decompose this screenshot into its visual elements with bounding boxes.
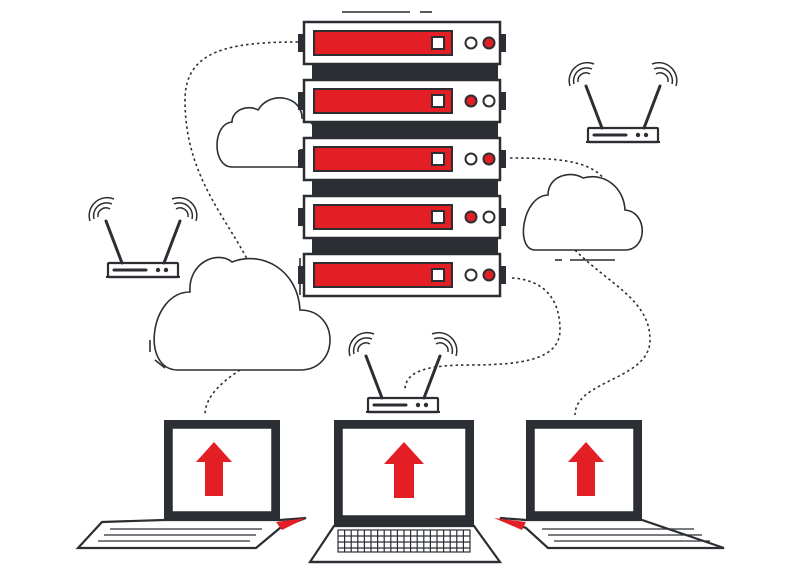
- server-unit: [296, 78, 508, 124]
- laptop-center: [307, 420, 503, 564]
- router-center: [347, 331, 459, 414]
- upload-arrow-icon: [196, 442, 232, 496]
- status-light: [482, 36, 496, 50]
- laptop-left: [75, 420, 307, 550]
- status-light: [482, 210, 496, 224]
- cloud-large-left: [149, 256, 331, 371]
- laptop-right: [494, 420, 725, 550]
- status-light: [464, 94, 478, 108]
- status-light: [464, 210, 478, 224]
- server-unit: [296, 136, 508, 182]
- status-light: [482, 268, 496, 282]
- status-light: [464, 36, 478, 50]
- status-light: [482, 152, 496, 166]
- router-left: [87, 196, 199, 279]
- router-right: [567, 61, 679, 144]
- upload-arrow-icon: [568, 442, 604, 496]
- server-unit: [296, 194, 508, 240]
- status-light: [482, 94, 496, 108]
- server-unit: [296, 20, 508, 66]
- server-rack: [296, 11, 508, 298]
- server-unit: [296, 252, 508, 298]
- upload-arrow-icon: [384, 442, 424, 498]
- status-light: [464, 268, 478, 282]
- status-light: [464, 152, 478, 166]
- cloud-right: [522, 173, 644, 261]
